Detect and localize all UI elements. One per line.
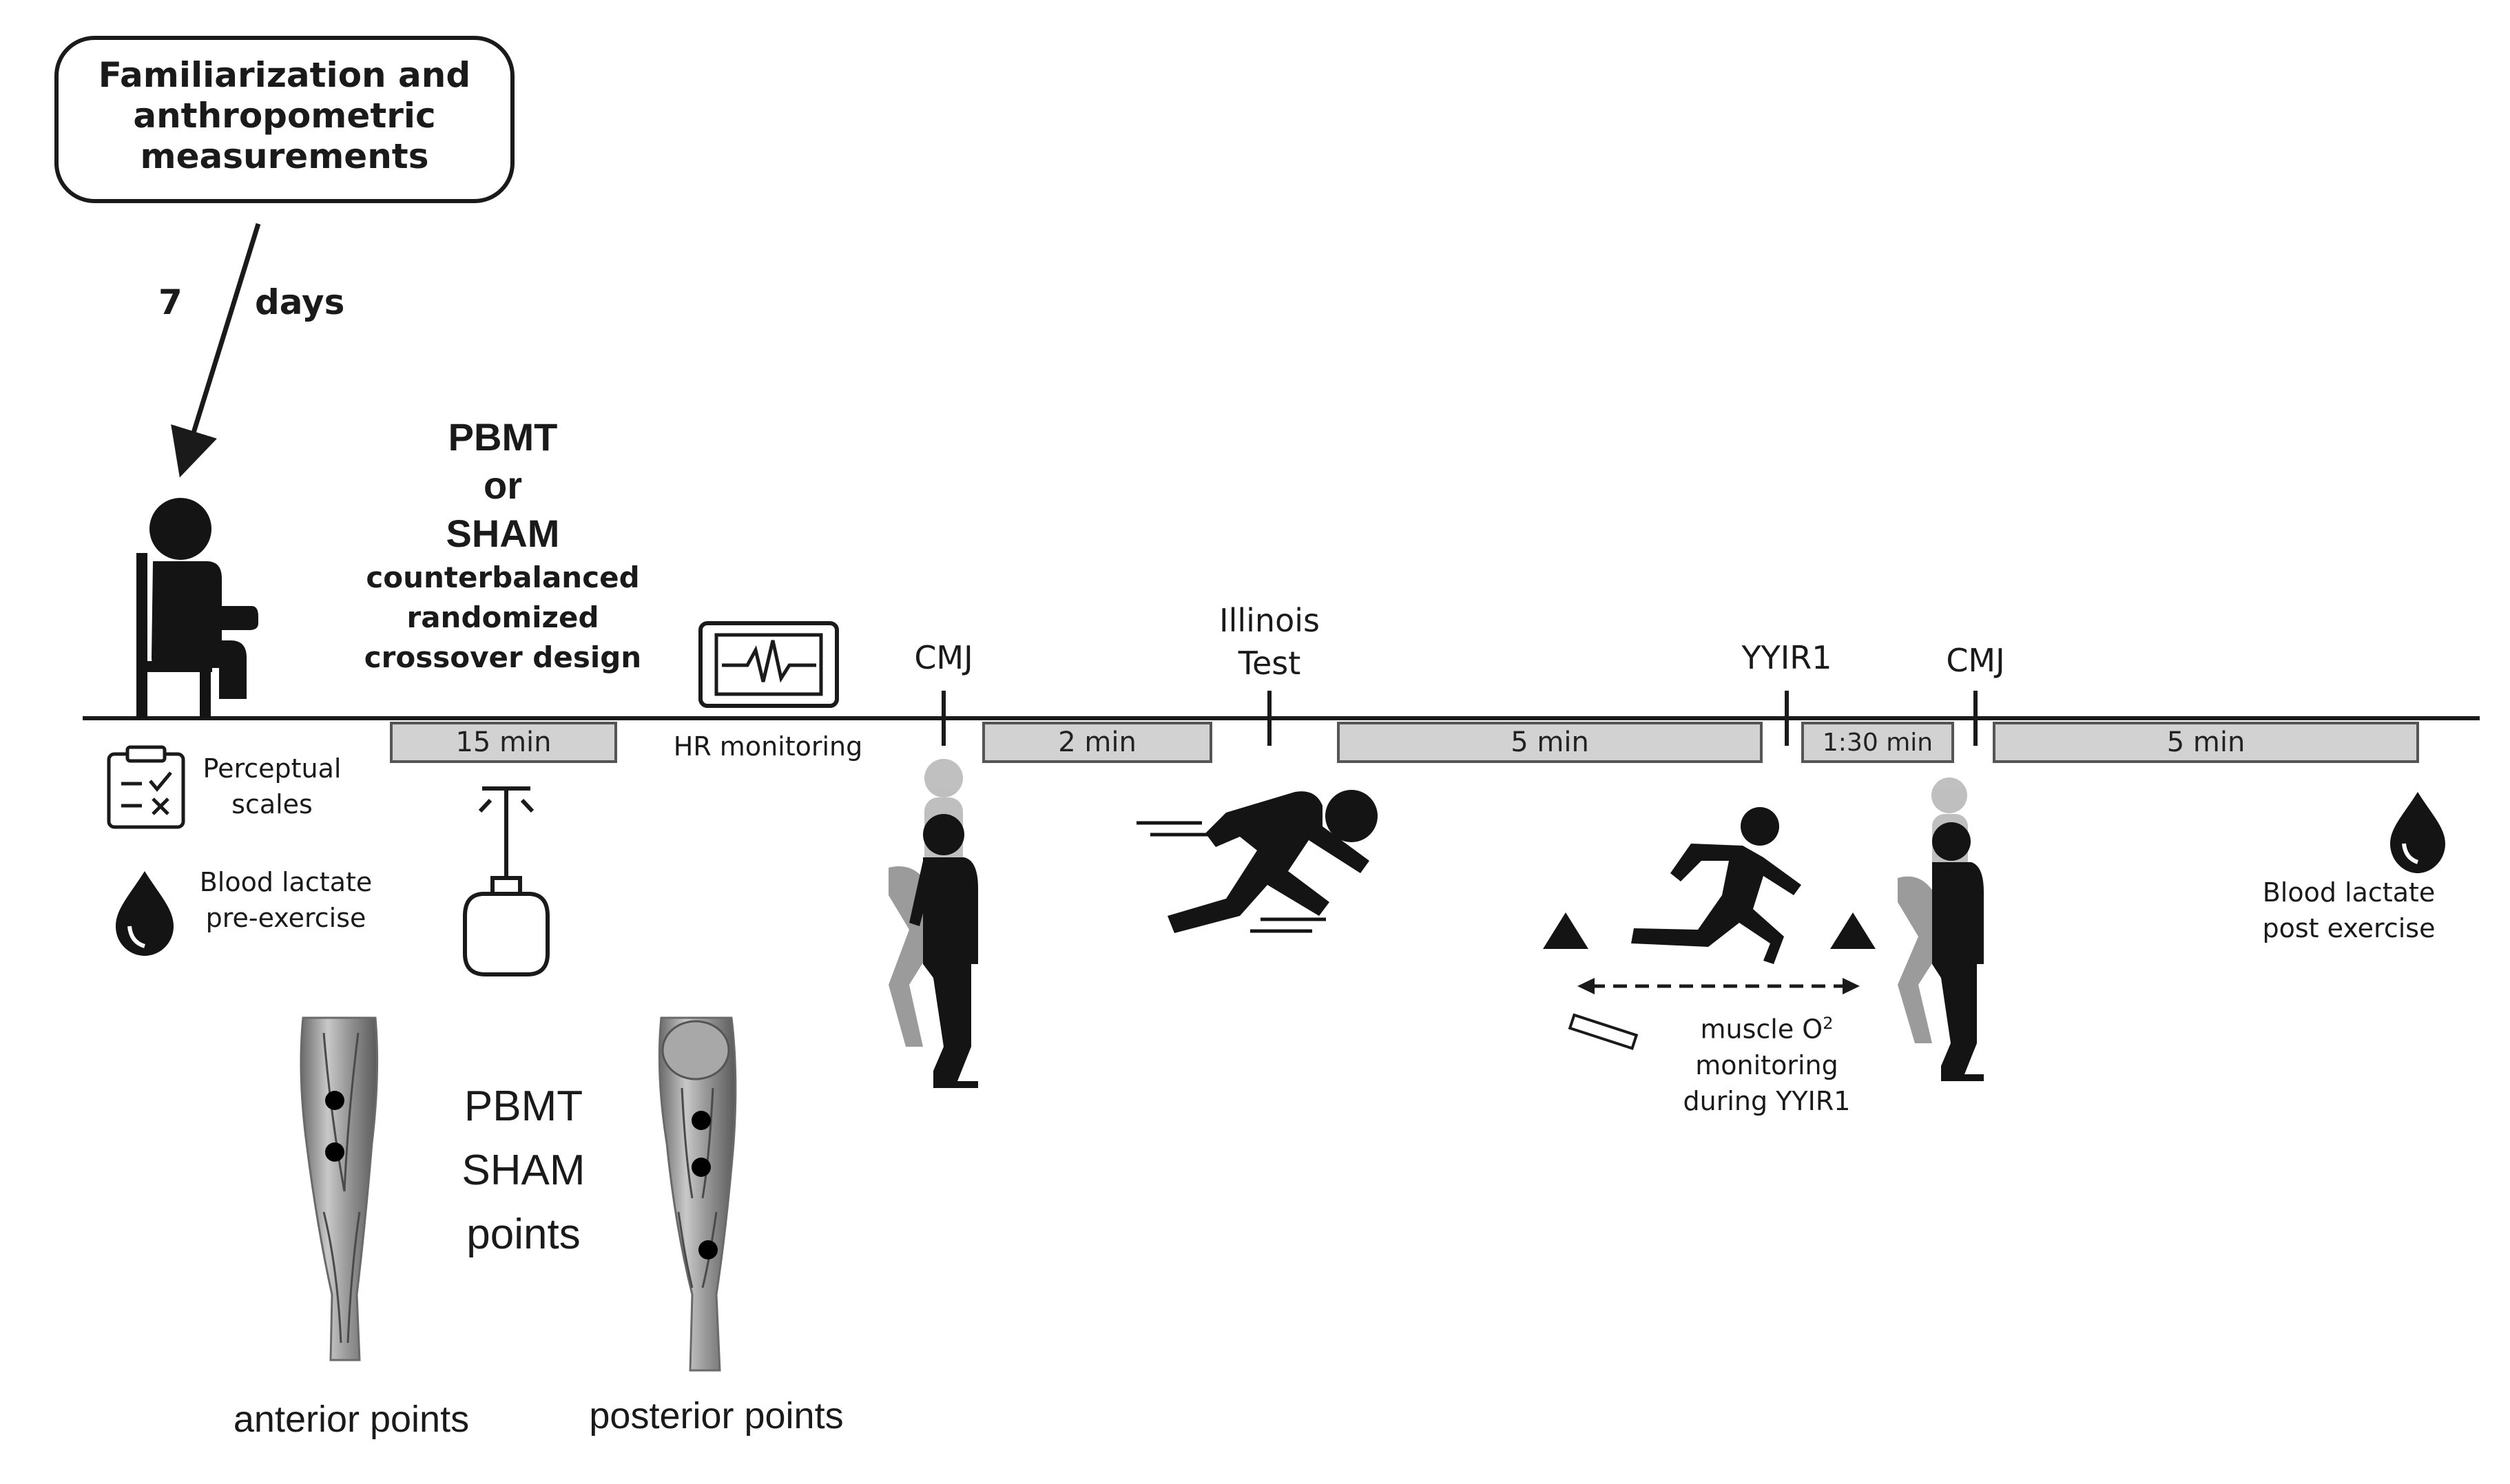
perceptual-scales-label: Perceptual scales <box>186 751 358 822</box>
design-line-3: crossover design <box>364 640 642 674</box>
duration-label-5min-1: 5 min <box>1511 727 1589 758</box>
lactate-post-label: Blood lactate post exercise <box>2242 875 2456 946</box>
muscle-o2-line-1: muscle O2 <box>1612 1005 1922 1047</box>
laser-device-icon <box>463 786 550 976</box>
sprinter-figure <box>1137 790 1378 933</box>
perceptual-line-1: Perceptual <box>203 753 342 784</box>
cone-left-icon <box>1543 912 1588 949</box>
duration-box-2min <box>982 722 1212 763</box>
event-label-cmj-2: CMJ <box>1946 642 2005 679</box>
nirs-sensor-icon <box>1568 1013 1639 1050</box>
duration-label-2min: 2 min <box>1058 727 1137 758</box>
muscle-o2-line-3: during YYIR1 <box>1683 1085 1851 1116</box>
lactate-pre-label: Blood lactate pre-exercise <box>186 864 386 936</box>
intervention-line-3: SHAM <box>446 512 560 555</box>
shuttle-double-arrow <box>1577 978 1860 994</box>
posterior-points-label: posterior points <box>589 1395 844 1436</box>
familiarization-line-2: anthropometric <box>133 96 436 136</box>
familiarization-label: Familiarization and anthropometric measu… <box>56 55 512 177</box>
event-label-illinois: Illinois Test <box>1166 599 1373 684</box>
lactate-post-line-2: post exercise <box>2262 913 2436 943</box>
muscle-o2-text: muscle O <box>1700 1014 1823 1045</box>
duration-box-5min-1 <box>1337 722 1763 763</box>
seated-person-icon <box>136 498 258 718</box>
seven-days-arrow <box>171 222 261 478</box>
perceptual-line-2: scales <box>231 789 313 819</box>
intervention-label: PBMT or SHAM <box>386 413 620 558</box>
hr-monitoring-label: HR monitoring <box>673 731 863 762</box>
muscle-o2-label: muscle O2 monitoring during YYIR1 <box>1612 1005 1922 1119</box>
familiarization-line-3: measurements <box>140 136 429 176</box>
event-label-cmj-1: CMJ <box>914 639 973 676</box>
muscle-o2-line-2: monitoring <box>1695 1049 1838 1080</box>
event-label-illinois-line-1: Illinois <box>1219 602 1320 639</box>
interval-unit: days <box>255 282 345 322</box>
anterior-leg-image <box>300 1016 379 1361</box>
duration-box-130min <box>1801 722 1954 763</box>
duration-box-5min-2 <box>1993 722 2419 763</box>
points-line-1: PBMT <box>464 1083 583 1130</box>
points-line-2: SHAM <box>461 1147 585 1194</box>
yyir1-runner-figure <box>1631 807 1801 964</box>
posterior-point-3 <box>698 1240 718 1260</box>
duration-label-5min-2: 5 min <box>2166 727 2245 758</box>
design-line-2: randomized <box>406 600 599 634</box>
familiarization-line-1: Familiarization and <box>98 55 471 95</box>
lactate-pre-line-2: pre-exercise <box>205 903 366 933</box>
event-label-yyir1: YYIR1 <box>1741 639 1832 676</box>
design-line-1: counterbalanced <box>366 561 640 594</box>
clipboard-icon <box>107 745 185 829</box>
anterior-point-2 <box>325 1142 344 1162</box>
familiarization-box <box>54 36 515 203</box>
anterior-points-label: anterior points <box>233 1399 470 1440</box>
blood-drop-pre-icon <box>116 871 174 956</box>
posterior-point-2 <box>692 1158 711 1177</box>
design-label: counterbalanced randomized crossover des… <box>351 558 654 678</box>
event-label-illinois-line-2: Test <box>1238 645 1301 682</box>
lactate-post-line-1: Blood lactate <box>2262 877 2436 908</box>
duration-label-130min: 1:30 min <box>1822 728 1933 757</box>
cone-right-icon <box>1830 912 1876 949</box>
blood-drop-post-icon <box>2390 792 2445 873</box>
points-label: PBMT SHAM points <box>434 1074 613 1266</box>
cmj-figure-2 <box>1898 777 1984 1081</box>
hr-monitor-icon <box>698 621 839 708</box>
anterior-point-1 <box>325 1091 344 1110</box>
cmj-figure-1 <box>889 759 978 1088</box>
posterior-leg-image <box>658 1016 737 1372</box>
intervention-line-1: PBMT <box>448 415 558 459</box>
interval-number: 7 <box>158 282 183 322</box>
points-line-3: points <box>466 1211 581 1258</box>
duration-label-15min: 15 min <box>455 727 552 758</box>
intervention-line-2: or <box>484 463 522 507</box>
duration-box-15min <box>390 722 617 763</box>
posterior-point-1 <box>692 1111 711 1130</box>
lactate-pre-line-1: Blood lactate <box>199 867 373 897</box>
muscle-o2-superscript: 2 <box>1823 1014 1834 1033</box>
